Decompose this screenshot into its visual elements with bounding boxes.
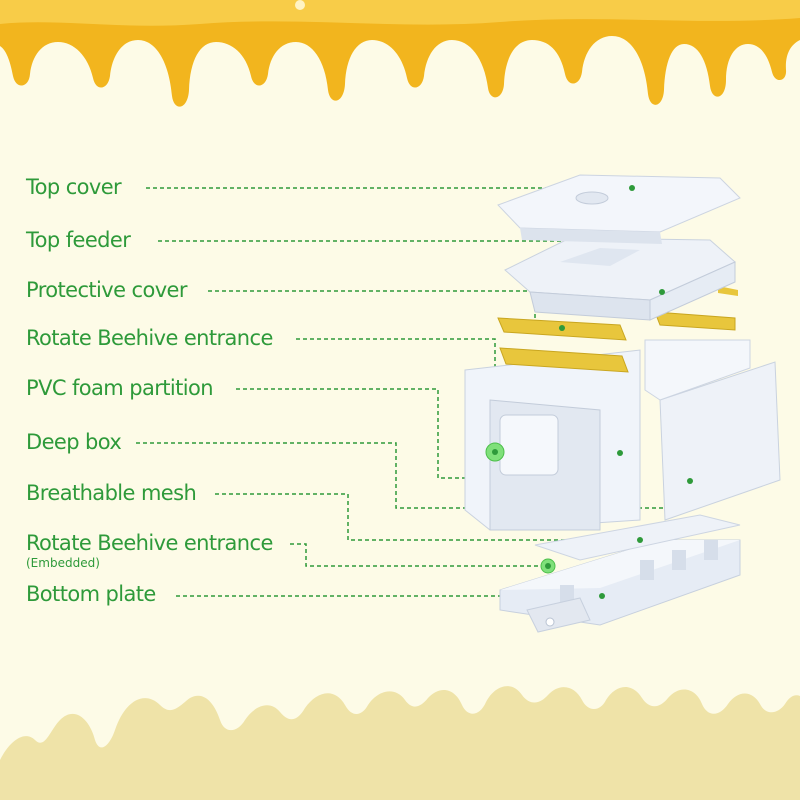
bottom-plate-shape	[499, 539, 741, 633]
label-pvc-partition: PVC foam partition	[26, 376, 214, 400]
label-bottom-plate: Bottom plate	[26, 582, 156, 606]
leader-pvc-partition	[236, 388, 621, 479]
label-embedded-note: (Embedded)	[26, 556, 100, 570]
label-rotate-entrance: Rotate Beehive entrance	[26, 326, 273, 350]
cream-drip-bottom	[0, 686, 800, 800]
label-deep-box: Deep box	[26, 430, 122, 454]
label-protective-cover: Protective cover	[26, 278, 187, 302]
label-top-cover: Top cover	[26, 175, 122, 199]
honey-drip-top	[0, 0, 800, 107]
label-rotate-entrance-embedded: Rotate Beehive entrance	[26, 531, 273, 555]
top-cover-shape	[497, 174, 741, 244]
leader-dots	[492, 185, 693, 599]
leader-breathable-mesh	[215, 493, 640, 541]
label-breathable-mesh: Breathable mesh	[26, 481, 197, 505]
breathable-mesh-shape	[534, 514, 741, 561]
leader-rotate-entrance-embedded	[290, 543, 548, 567]
top-feeder-shape	[504, 237, 736, 321]
leader-deep-box	[136, 442, 691, 509]
label-top-feeder: Top feeder	[26, 228, 131, 252]
beehive-illustration	[464, 174, 781, 633]
